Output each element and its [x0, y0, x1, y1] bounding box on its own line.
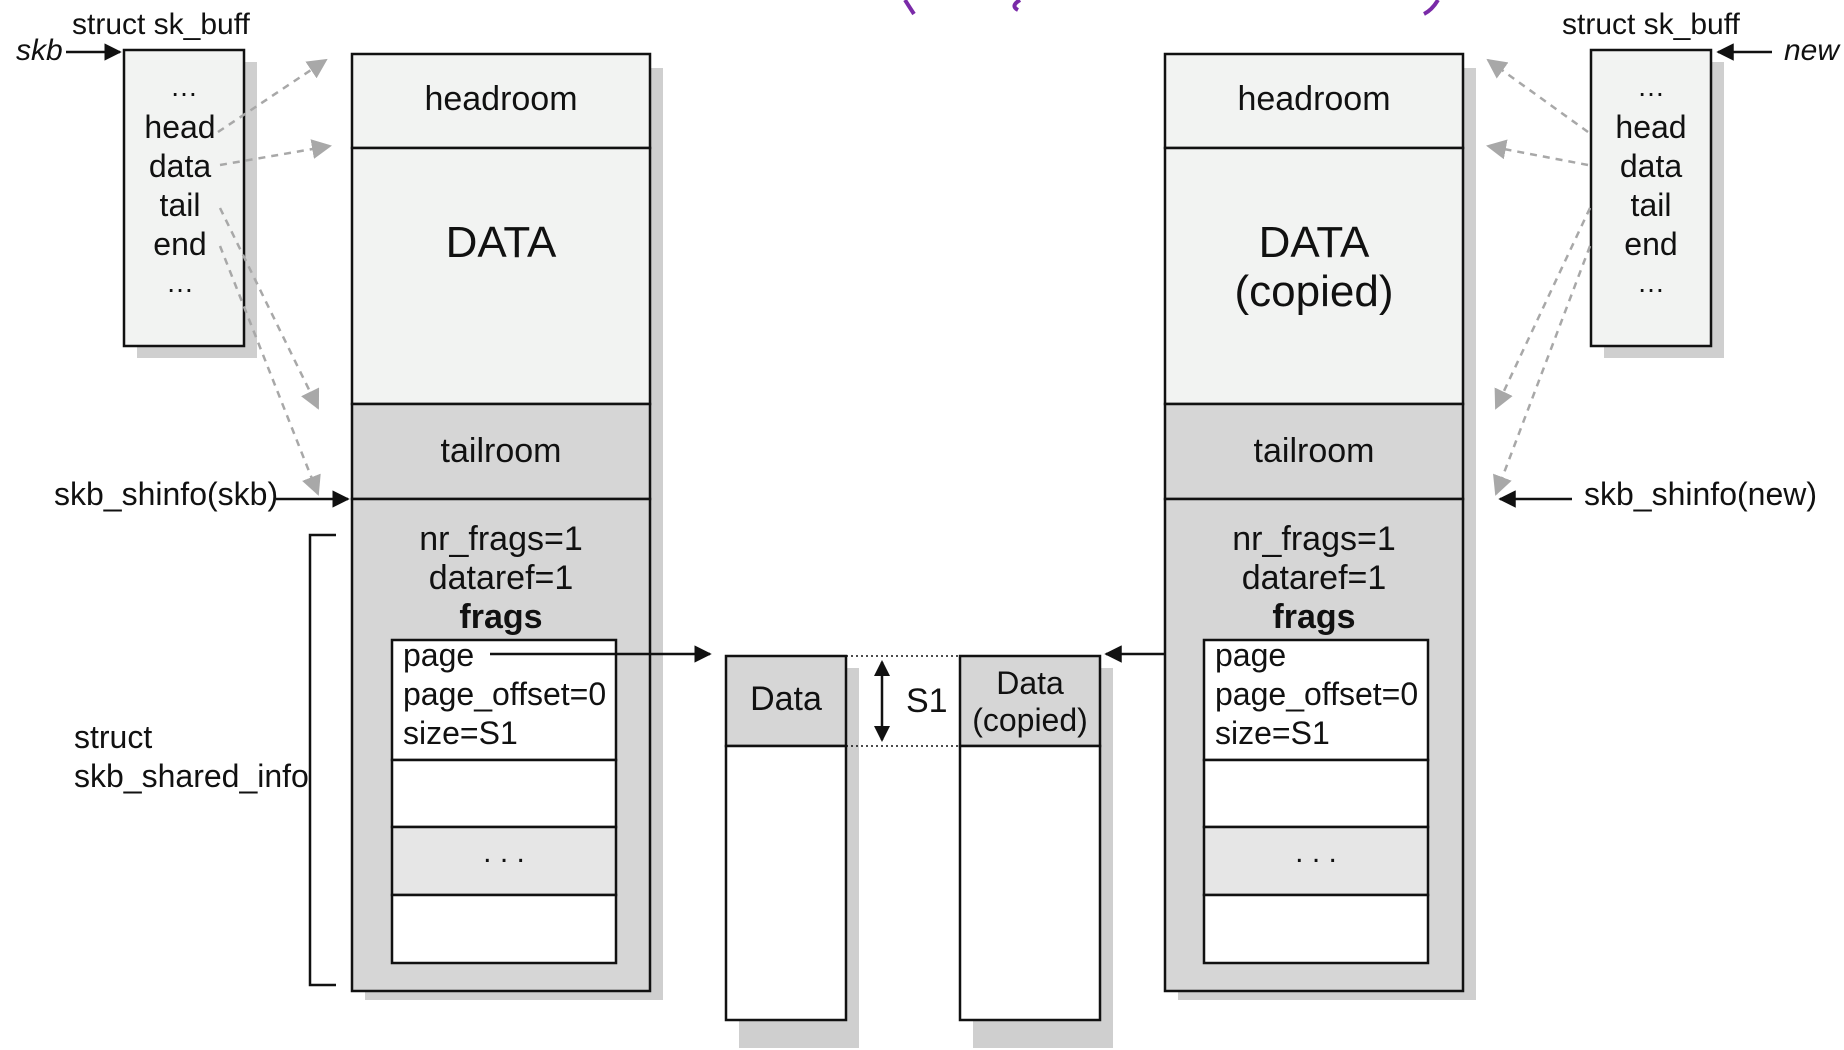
- right-skb-field-0: …: [1637, 71, 1665, 102]
- left-skb-field-data: data: [149, 148, 211, 184]
- left-frag-2: [390, 825, 618, 897]
- right-frag-2: [1202, 825, 1430, 897]
- shared-info-label-line1: struct: [74, 719, 152, 755]
- right-frag-offset-label: page_offset=0: [1215, 676, 1418, 712]
- right-skb-field-5: …: [1637, 267, 1665, 298]
- right-data-label-line2: (copied): [1235, 267, 1394, 316]
- right-skb-field-tail: tail: [1631, 187, 1672, 223]
- left-headroom-label: headroom: [424, 80, 577, 118]
- left-dashed-pointers: [217, 58, 332, 496]
- right-frag-ellipsis: . . .: [1295, 836, 1337, 869]
- right-skb-field-data: data: [1620, 148, 1682, 184]
- right-frag-0: [1202, 638, 1430, 762]
- size-arrow-top: [874, 660, 890, 676]
- right-tailroom-label: tailroom: [1254, 432, 1375, 470]
- left-data-cell: [350, 146, 652, 406]
- size-arrow-bottom: [874, 726, 890, 742]
- right-skb-field-head: head: [1615, 109, 1686, 145]
- left-skb-field-5: …: [166, 267, 194, 298]
- right-dashed-pointers: [1486, 58, 1592, 496]
- size-label: S1: [906, 682, 948, 720]
- right-frag-3: [1202, 893, 1430, 965]
- left-shinfo-label: skb_shinfo(skb): [54, 476, 278, 512]
- right-skb-pointer-label: new: [1784, 34, 1841, 67]
- right-page-label-line1: Data: [996, 665, 1064, 701]
- left-frags-label: frags: [459, 598, 542, 636]
- right-data-label-line1: DATA: [1259, 218, 1370, 267]
- left-page-label: Data: [750, 680, 822, 718]
- right-skb-field-end: end: [1624, 226, 1677, 262]
- left-skb-struct: … head data tail end …: [122, 48, 257, 358]
- right-page-label-line2: (copied): [972, 702, 1088, 738]
- left-frag-size-label: size=S1: [403, 715, 518, 751]
- left-skb-field-end: end: [153, 226, 206, 262]
- left-skb-struct-label: struct sk_buff: [72, 8, 251, 41]
- left-nr-frags-label: nr_frags=1: [419, 520, 583, 558]
- right-frag-1: [1202, 758, 1430, 829]
- left-page: [724, 654, 859, 1048]
- right-frag-page-label: page: [1215, 637, 1286, 673]
- left-frag-1: [390, 758, 618, 829]
- right-data-cell: [1163, 146, 1465, 406]
- left-skb-field-head: head: [144, 109, 215, 145]
- left-dataref-label: dataref=1: [429, 559, 574, 597]
- left-frag-ellipsis: . . .: [483, 836, 525, 869]
- right-headroom-cell: [1163, 52, 1465, 150]
- right-tailroom-cell: [1163, 402, 1465, 501]
- right-headroom-label: headroom: [1237, 80, 1390, 118]
- left-tailroom-label: tailroom: [441, 432, 562, 470]
- left-frag-page-label: page: [403, 637, 474, 673]
- right-nr-frags-label: nr_frags=1: [1232, 520, 1396, 558]
- left-skb-pointer-label: skb: [16, 34, 63, 67]
- left-buffer: [350, 52, 663, 1000]
- right-frags-label: frags: [1272, 598, 1355, 636]
- right-dataref-label: dataref=1: [1242, 559, 1387, 597]
- left-skb-field-0: …: [170, 71, 198, 102]
- left-frag-offset-label: page_offset=0: [403, 676, 606, 712]
- shared-info-label-line2: skb_shared_info: [74, 758, 309, 794]
- left-headroom-cell: [350, 52, 652, 150]
- heading-fragment: [903, 0, 1440, 16]
- left-frag-3: [390, 893, 618, 965]
- right-buffer: [1163, 52, 1476, 1000]
- shared-info-bracket: [308, 533, 336, 987]
- left-frag-0: [390, 638, 618, 762]
- right-skb-struct: … head data tail end …: [1589, 48, 1724, 358]
- right-page: [958, 654, 1113, 1048]
- left-data-label: DATA: [446, 218, 557, 267]
- left-tailroom-cell: [350, 402, 652, 501]
- right-frag-size-label: size=S1: [1215, 715, 1330, 751]
- right-skb-struct-label: struct sk_buff: [1562, 8, 1741, 41]
- left-skb-field-tail: tail: [160, 187, 201, 223]
- right-shinfo-label: skb_shinfo(new): [1584, 476, 1817, 512]
